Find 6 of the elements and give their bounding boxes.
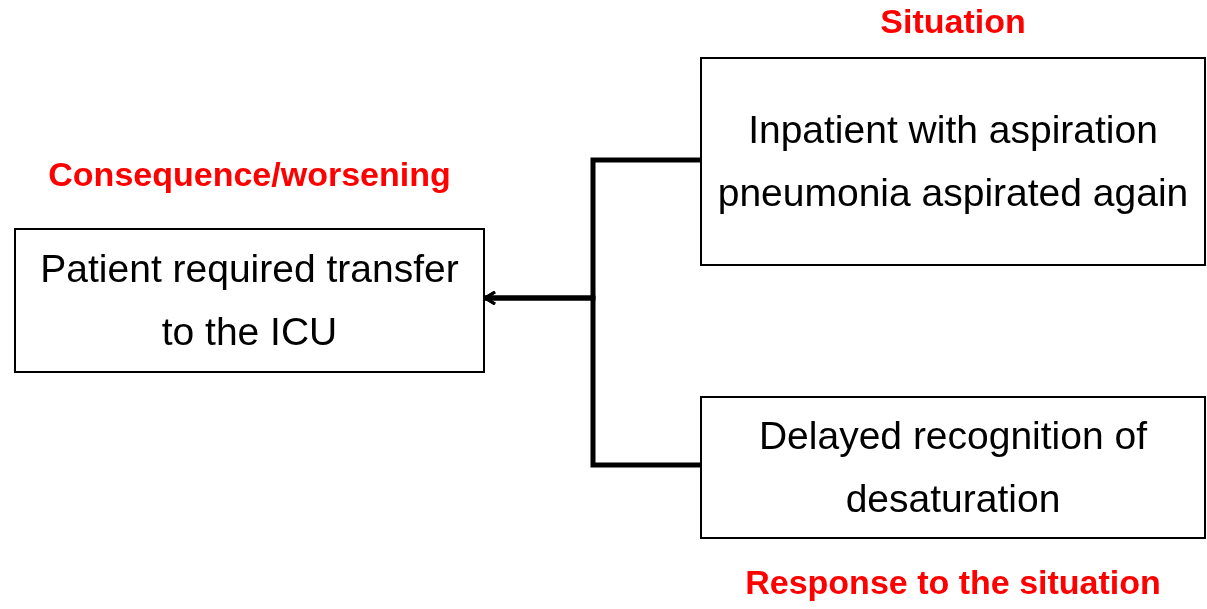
category-heading: Response to the situation <box>745 563 1161 602</box>
box-text: Inpatient with aspiration pneumonia aspirated again <box>716 107 1190 216</box>
category-heading: Consequence/worsening <box>48 155 451 194</box>
category-heading: Situation <box>880 2 1026 41</box>
box-text: Patient required transfer to the ICU <box>39 246 460 355</box>
box-text: Delayed recognition of desaturation <box>757 413 1149 522</box>
